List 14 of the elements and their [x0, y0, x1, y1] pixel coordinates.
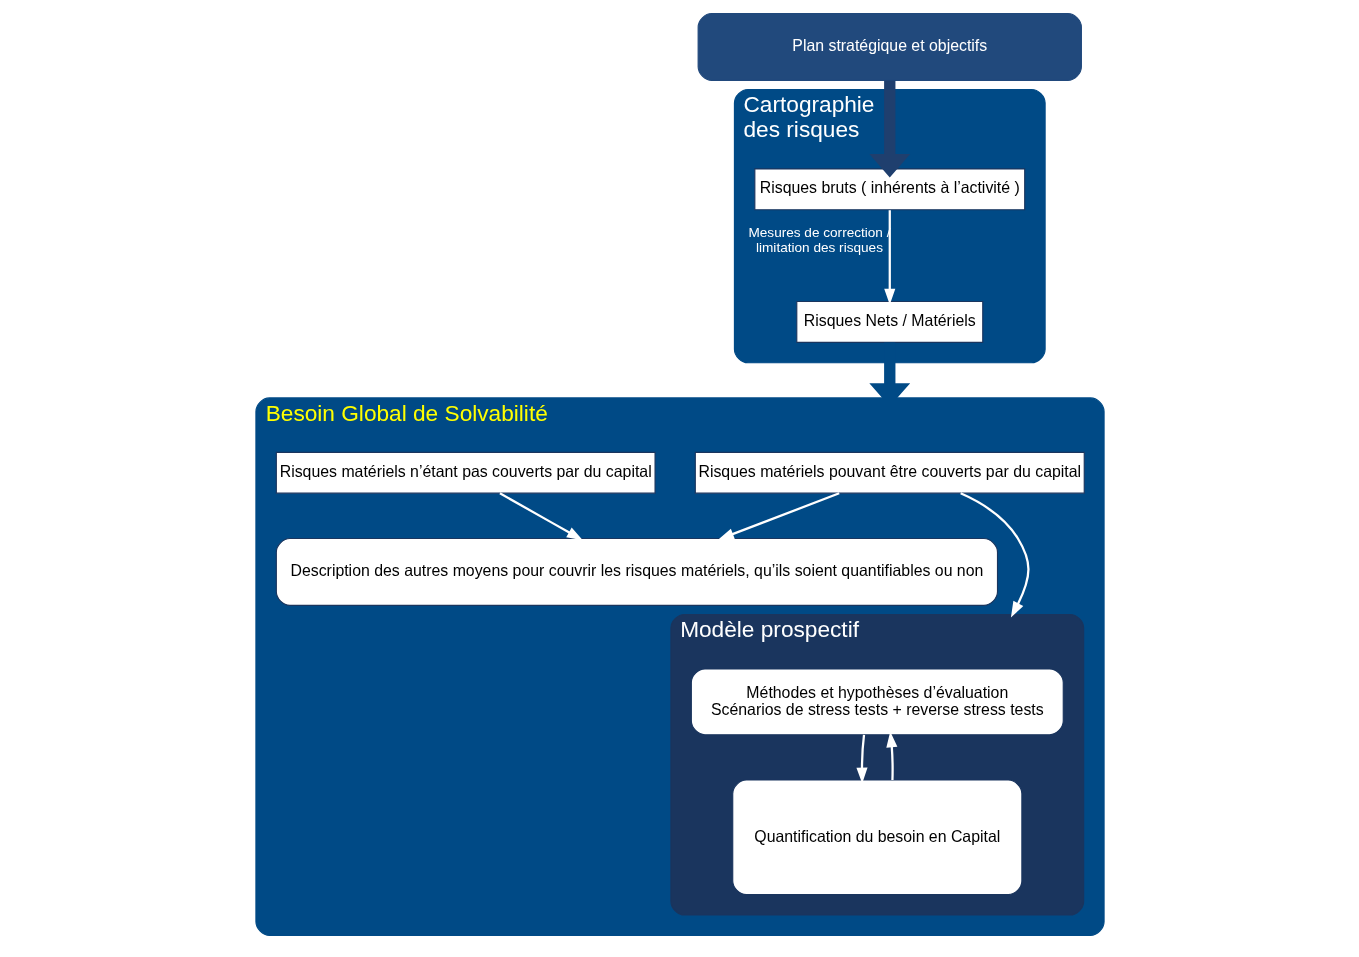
- arrow: [959, 491, 1029, 618]
- node-box: Risques matériels pouvant être couverts par du capital: [694, 451, 1085, 494]
- node-box: Plan stratégique et objectifs: [697, 12, 1082, 81]
- node-box: Quantification du besoin en Capital: [731, 779, 1022, 895]
- arrow: [868, 80, 910, 177]
- node-box: Risques matériels n’étant pas couverts par du capital: [275, 451, 656, 494]
- arrow: [717, 491, 840, 540]
- arrow: [498, 491, 583, 540]
- arrow: [855, 734, 868, 783]
- arrow: [883, 209, 895, 305]
- node-box: Méthodes et hypothèses d’évaluation Scénarios de stress tests + reverse stress tests: [690, 667, 1064, 735]
- node-box: Description des autres moyens pour couvrir les risques matériels, qu’ils soient quantifiables ou non: [275, 537, 998, 606]
- node-box: Risques bruts ( inhérents à l’activité ): [753, 167, 1025, 210]
- node-box: Risques Nets / Matériels: [795, 300, 983, 343]
